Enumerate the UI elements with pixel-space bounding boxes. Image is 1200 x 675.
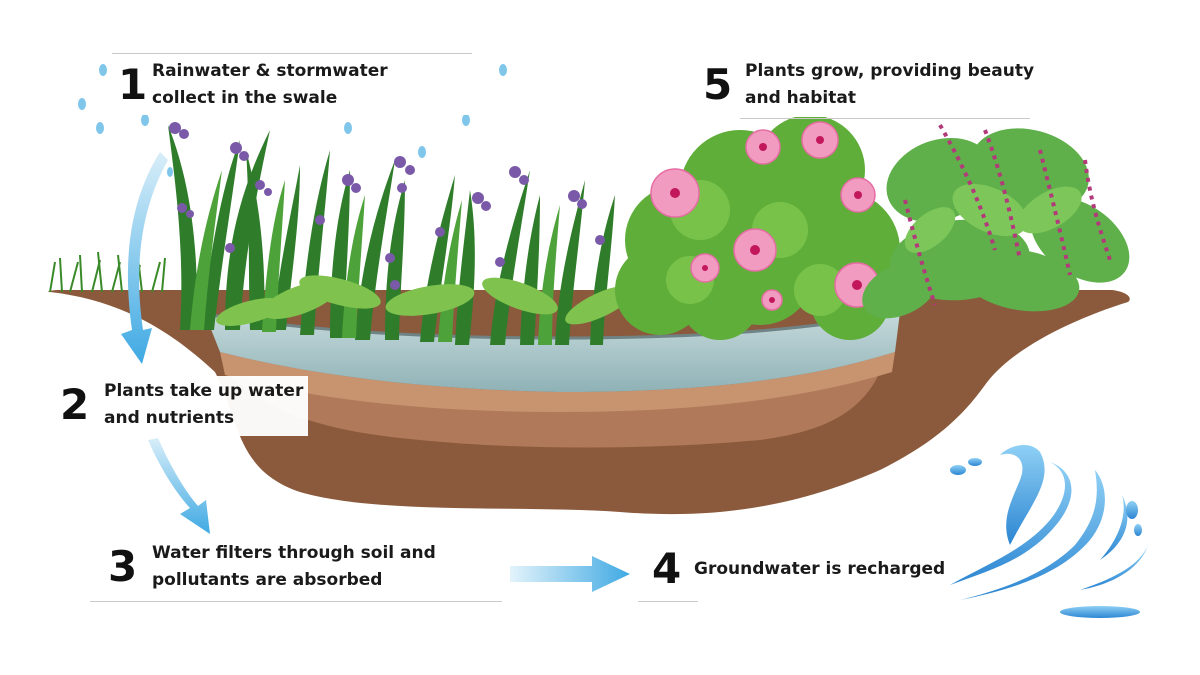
step-4: 4 Groundwater is recharged	[652, 548, 945, 590]
step-1-number: 1	[118, 64, 152, 106]
step-4-text: Groundwater is recharged	[694, 556, 945, 583]
step-5-rule	[740, 118, 1030, 119]
left-grass	[50, 252, 165, 292]
flow-arrow-icon	[510, 556, 630, 592]
step-2-text: Plants take up water and nutrients	[104, 378, 303, 432]
step-1-text: Rainwater & stormwater collect in the sw…	[152, 58, 388, 112]
step-5-text: Plants grow, providing beauty and habita…	[745, 58, 1034, 112]
step-3-number: 3	[108, 546, 152, 588]
step-5-number: 5	[703, 64, 745, 106]
step-3: 3 Water filters through soil and polluta…	[108, 540, 436, 594]
flow-arrow-icon	[121, 152, 168, 364]
step-1: 1 Rainwater & stormwater collect in the …	[118, 58, 388, 112]
step-4-rule	[638, 601, 698, 602]
hibiscus-shrub	[615, 115, 900, 340]
step-5: 5 Plants grow, providing beauty and habi…	[703, 58, 1034, 112]
water-splash-icon	[950, 445, 1148, 618]
flow-arrow-icon	[148, 438, 210, 534]
step-1-rule	[112, 53, 472, 54]
step-4-number: 4	[652, 548, 694, 590]
step-3-rule	[90, 601, 502, 602]
step-2: 2 Plants take up water and nutrients	[60, 378, 303, 432]
step-2-number: 2	[60, 384, 104, 426]
step-3-text: Water filters through soil and pollutant…	[152, 540, 436, 594]
